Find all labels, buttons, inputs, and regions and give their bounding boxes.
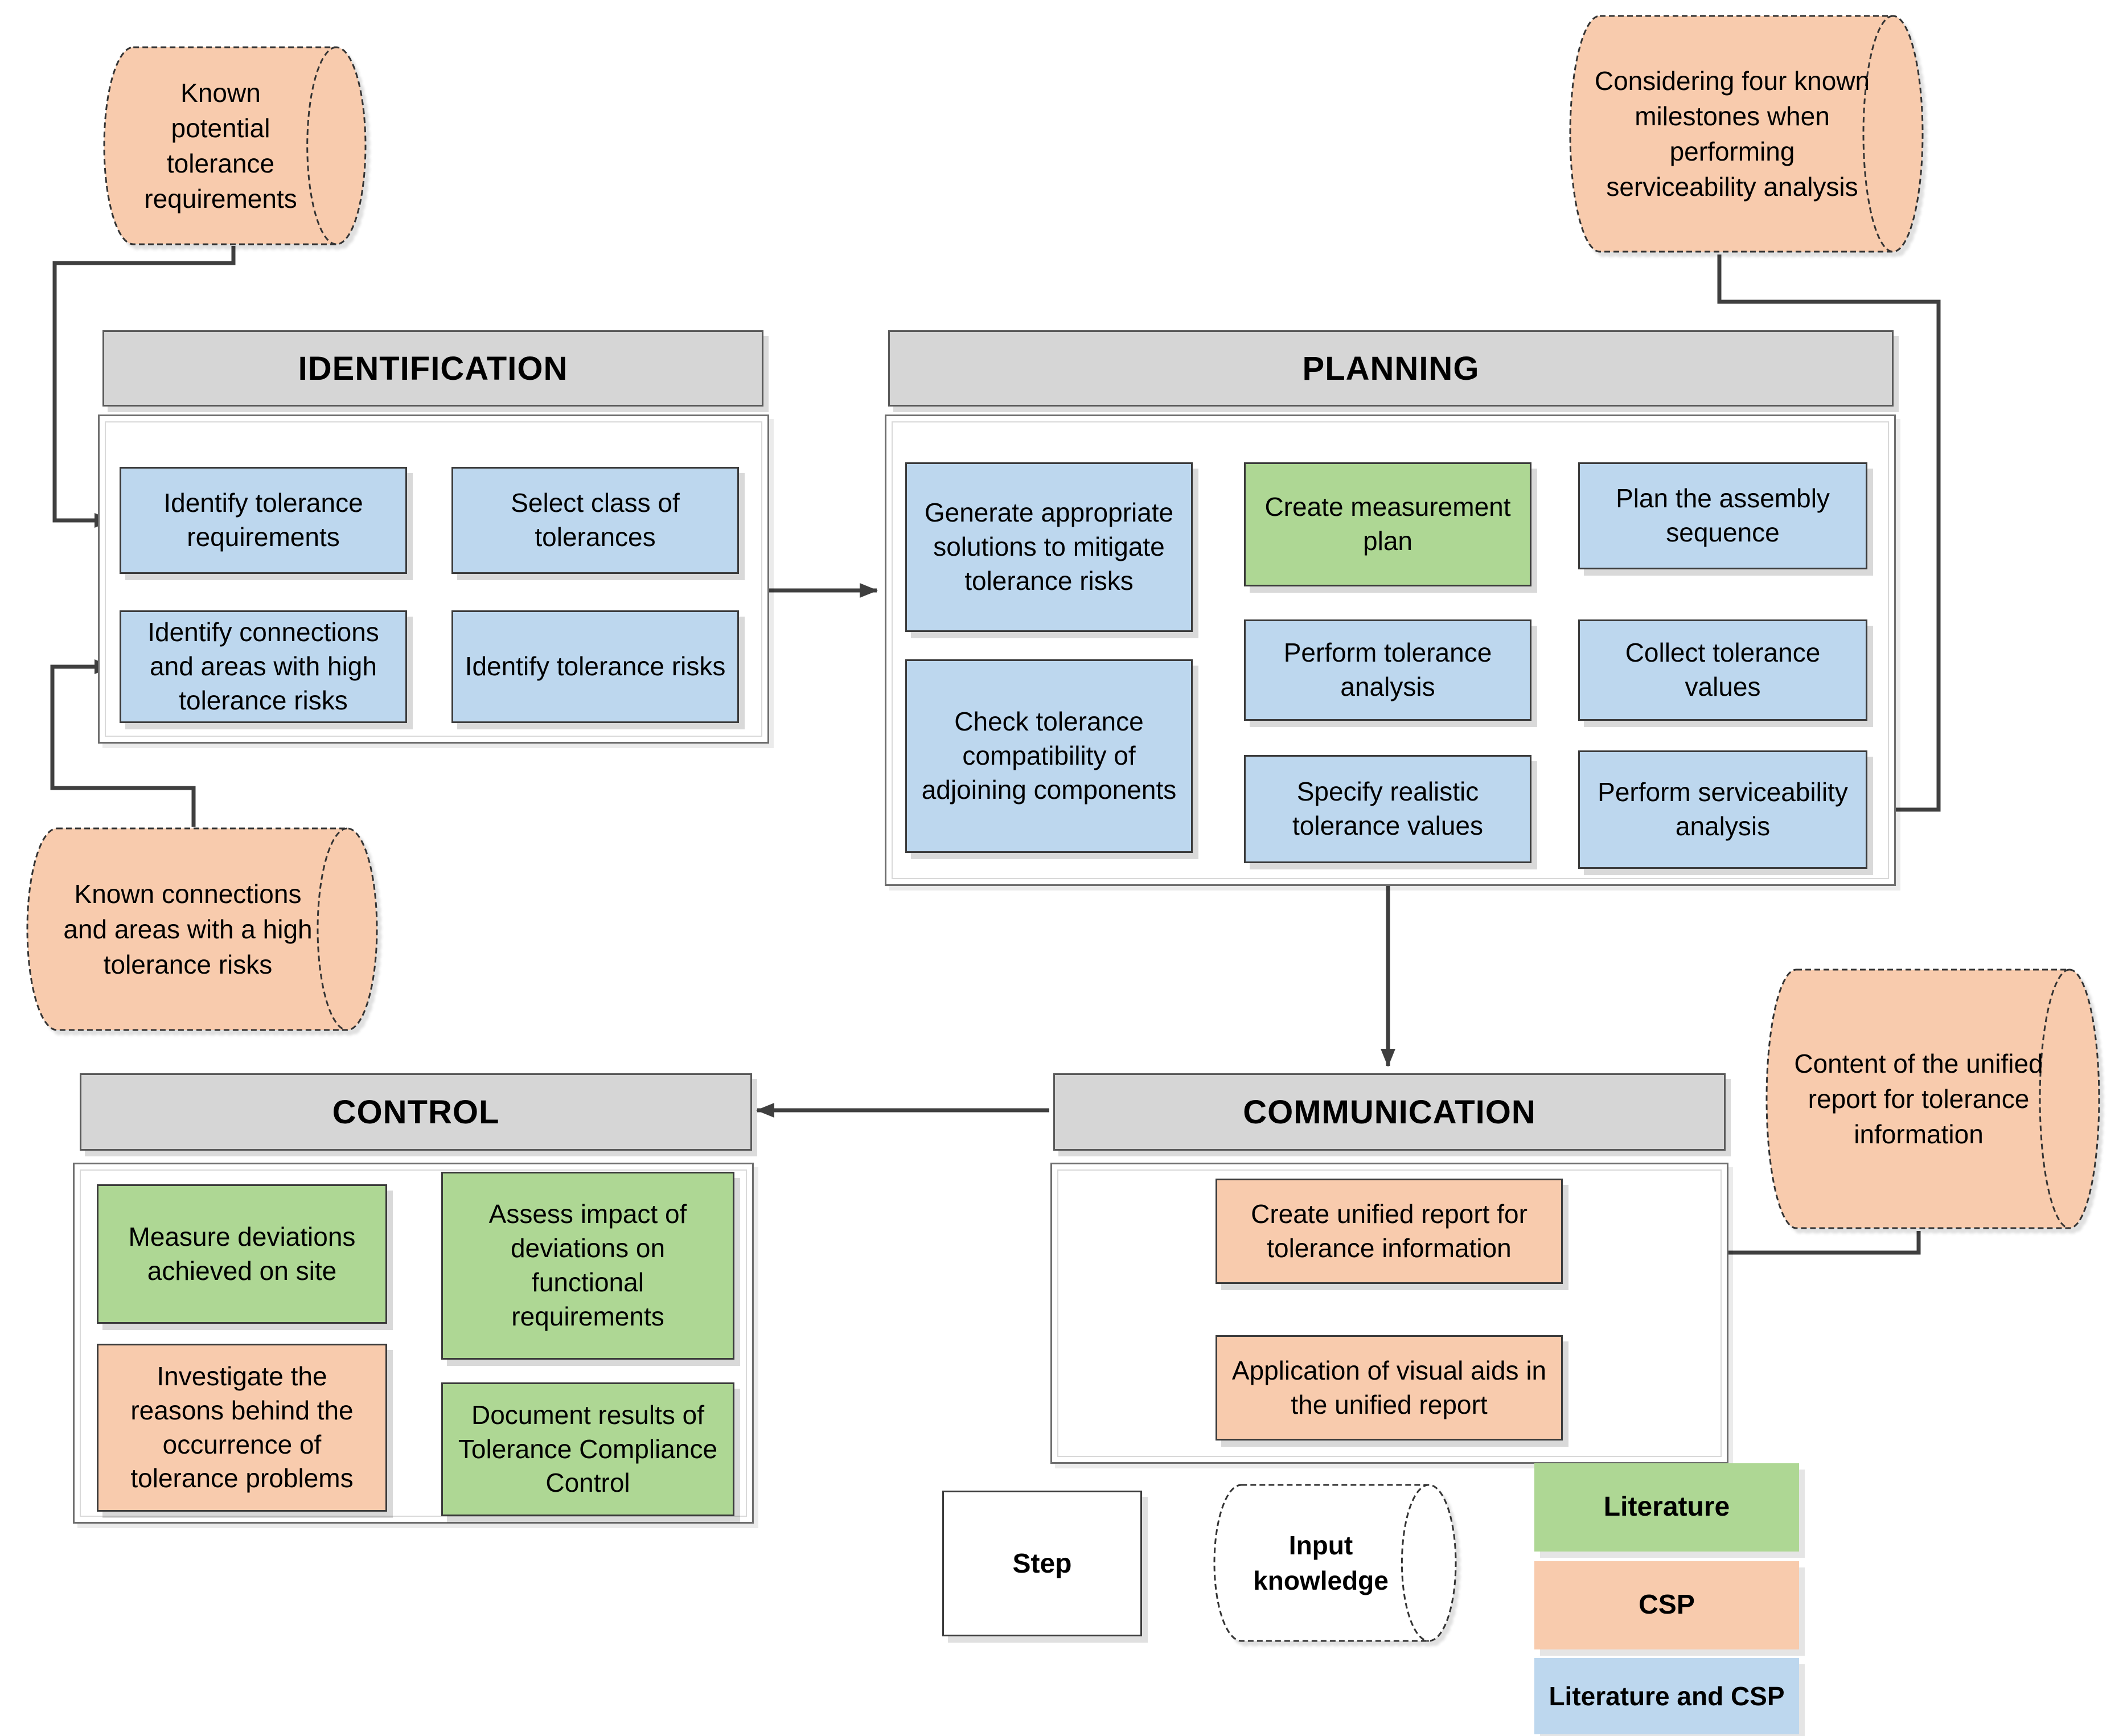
step-generate-appropriate-solutions: Generate appropriate solutions to mitiga… [905,462,1193,632]
step-create-unified-report: Create unified report for tolerance info… [1216,1179,1563,1284]
step-identify-connections-high-risks: Identify connections and areas with high… [120,610,407,723]
step-application-of-visual-aids: Application of visual aids in the unifie… [1216,1335,1563,1440]
step-identify-tolerance-requirements: Identify tolerance requirements [120,467,407,574]
phase-header-identification: IDENTIFICATION [102,330,763,407]
cylinder-shape [1569,15,1924,253]
phase-header-communication: COMMUNICATION [1053,1073,1726,1151]
step-perform-serviceability-analysis: Perform serviceability analysis [1578,750,1867,869]
input-cylinder-label: Known potential tolerance requirements [144,77,297,214]
step-investigate-reasons-tolerance-problems: Investigate the reasons behind the occur… [97,1344,387,1512]
input-cylinder-label: Considering four known milestones when p… [1594,65,1870,202]
legend-literature-chip: Literature [1534,1463,1799,1552]
phase-header-control: CONTROL [80,1073,752,1151]
legend-input-knowledge-label: Input knowledge [1253,1530,1389,1595]
cylinder-shape [1213,1484,1457,1642]
step-specify-realistic-tolerance-values: Specify realistic tolerance values [1244,755,1531,863]
input-cylinder-four-known-milestones: Considering four known milestones when p… [1568,14,1924,253]
input-cylinder-known-potential-tolerance-requirements: Known potential tolerance requirements [102,46,367,246]
step-measure-deviations-on-site: Measure deviations achieved on site [97,1184,387,1324]
cylinder-shape [1765,968,2100,1229]
arrow-milestones-to-serviceability-analysis [1717,255,1941,817]
legend-step-box: Step [942,1491,1142,1636]
legend-csp-chip: CSP [1534,1561,1799,1649]
step-collect-tolerance-values: Collect tolerance values [1578,619,1867,721]
input-cylinder-content-of-unified-report: Content of the unified report for tolera… [1765,968,2101,1230]
input-cylinder-label: Known connections and areas with a high … [63,879,313,980]
step-check-tolerance-compatibility: Check tolerance compatibility of adjoini… [905,659,1193,853]
step-document-results-compliance-control: Document results of Tolerance Compliance… [441,1382,734,1516]
step-perform-tolerance-analysis: Perform tolerance analysis [1244,619,1531,721]
step-plan-the-assembly-sequence: Plan the assembly sequence [1578,462,1867,569]
arrow-known-potential-to-identify-requirements [52,246,236,528]
arrow-known-connections-to-identify-connections [50,659,196,827]
phase-header-planning: PLANNING [888,330,1894,407]
step-select-class-of-tolerances: Select class of tolerances [451,467,739,574]
cylinder-shape [103,46,367,245]
cylinder-shape [26,827,378,1031]
step-identify-tolerance-risks: Identify tolerance risks [451,610,739,723]
input-cylinder-known-connections-high-tolerance-risks: Known connections and areas with a high … [26,827,379,1032]
step-assess-impact-of-deviations: Assess impact of deviations on functiona… [441,1172,734,1360]
input-cylinder-label: Content of the unified report for tolera… [1794,1048,2043,1150]
legend-literature-and-csp-chip: Literature and CSP [1534,1658,1799,1734]
legend-input-knowledge-cylinder: Input knowledge [1213,1483,1457,1643]
step-create-measurement-plan: Create measurement plan [1244,462,1531,586]
